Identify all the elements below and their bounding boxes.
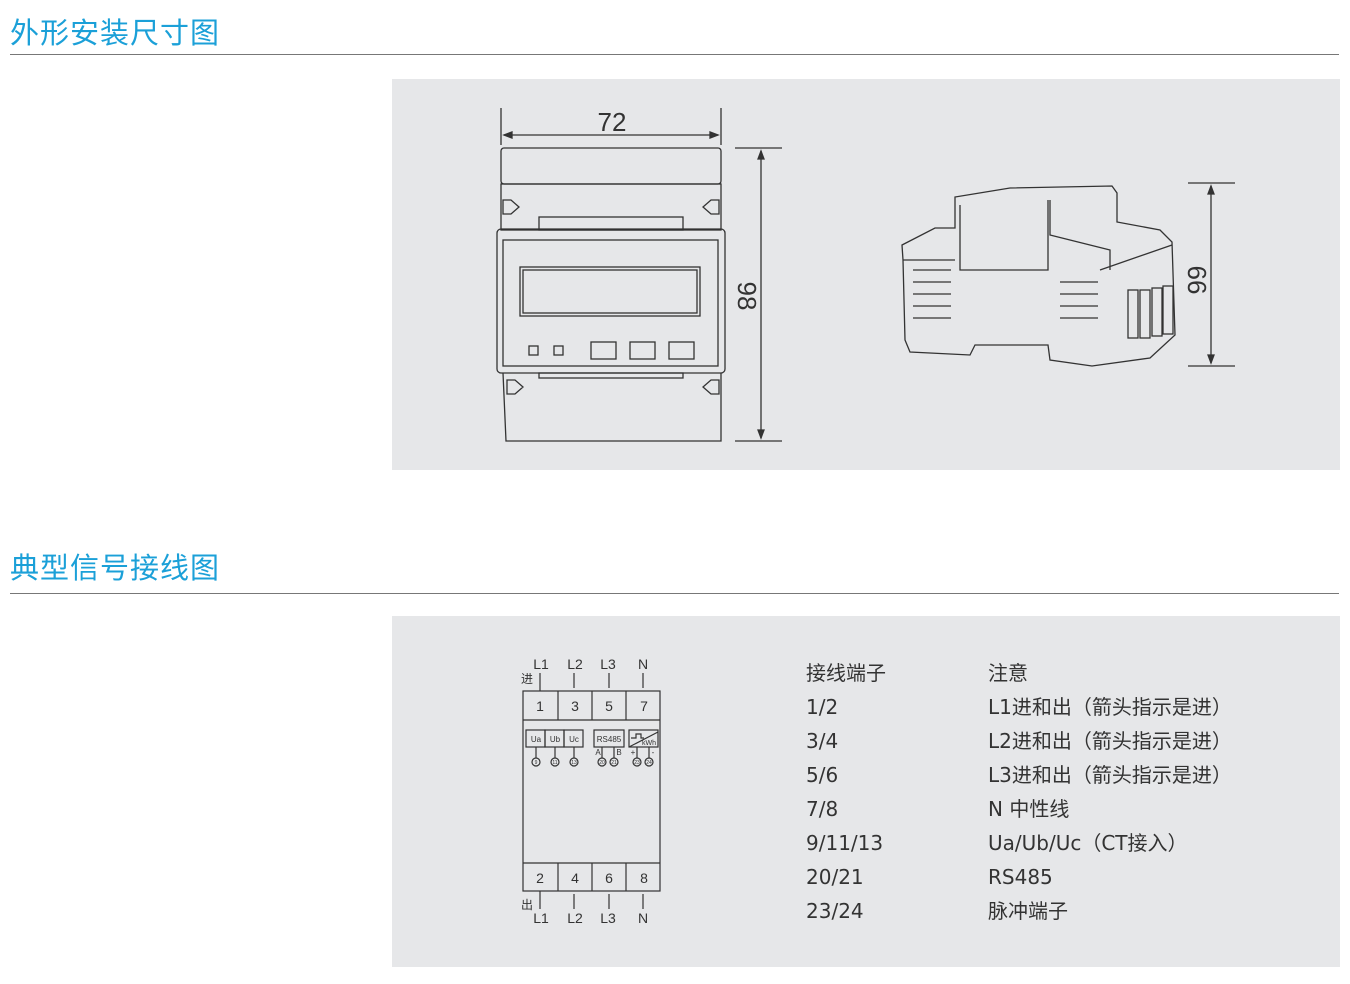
svg-text:7: 7	[640, 698, 648, 714]
svg-text:Uc: Uc	[569, 735, 579, 744]
svg-text:B: B	[616, 748, 621, 757]
dimension-drawing: 72 98 66	[496, 107, 1235, 442]
svg-text:23: 23	[634, 760, 640, 766]
dimension-panel: 72 98 66	[392, 79, 1340, 470]
svg-text:Ua: Ua	[531, 735, 542, 744]
svg-text:4: 4	[571, 870, 579, 886]
svg-text:出: 出	[521, 898, 533, 912]
width-dimension: 72	[598, 107, 627, 137]
svg-text:24: 24	[646, 760, 652, 766]
svg-text:6: 6	[605, 870, 613, 886]
table-cell: L1进和出（箭头指示是进）	[988, 695, 1232, 719]
table-cell: Ua/Ub/Uc（CT接入）	[988, 831, 1188, 855]
height-dimension: 98	[732, 282, 762, 311]
svg-text:L3: L3	[600, 910, 616, 926]
table-cell: 脉冲端子	[988, 899, 1068, 923]
svg-text:kWh: kWh	[642, 740, 656, 747]
svg-text:11: 11	[552, 760, 557, 766]
svg-text:-: -	[652, 748, 655, 757]
svg-text:20: 20	[599, 760, 605, 766]
table-cell: 5/6	[806, 763, 839, 787]
table-cell: 3/4	[806, 729, 839, 753]
svg-text:A: A	[595, 748, 601, 757]
note-column: 注意 L1进和出（箭头指示是进） L2进和出（箭头指示是进） L3进和出（箭头指…	[988, 656, 1232, 928]
section-title-dimensions: 外形安装尺寸图	[10, 16, 221, 50]
svg-text:RS485: RS485	[597, 735, 622, 744]
svg-text:进: 进	[521, 672, 533, 686]
svg-text:L3: L3	[600, 656, 616, 672]
table-cell: L2进和出（箭头指示是进）	[988, 729, 1232, 753]
table-cell: RS485	[988, 865, 1053, 889]
svg-text:L1: L1	[533, 656, 549, 672]
divider	[10, 54, 1339, 55]
table-header: 接线端子	[806, 661, 886, 685]
svg-text:N: N	[638, 656, 648, 672]
svg-text:L1: L1	[533, 910, 549, 926]
vent-slots	[913, 269, 1098, 319]
table-cell: 7/8	[806, 797, 839, 821]
table-cell: 20/21	[806, 865, 864, 889]
svg-text:Ub: Ub	[550, 735, 561, 744]
svg-text:3: 3	[571, 698, 579, 714]
table-cell: 9/11/13	[806, 831, 884, 855]
svg-text:5: 5	[605, 698, 613, 714]
svg-text:N: N	[638, 910, 648, 926]
svg-text:1: 1	[536, 698, 544, 714]
svg-text:L2: L2	[567, 656, 583, 672]
terminal-column: 接线端子 1/2 3/4 5/6 7/8 9/11/13 20/21 23/24	[806, 656, 886, 928]
divider	[10, 593, 1339, 594]
svg-text:9: 9	[535, 760, 538, 766]
depth-dimension: 66	[1182, 266, 1212, 295]
table-header: 注意	[988, 661, 1028, 685]
svg-text:8: 8	[640, 870, 648, 886]
section-title-wiring: 典型信号接线图	[10, 551, 221, 585]
table-cell: N 中性线	[988, 797, 1070, 821]
table-cell: 1/2	[806, 695, 839, 719]
svg-text:13: 13	[571, 760, 577, 766]
svg-text:+: +	[631, 748, 636, 757]
table-cell: L3进和出（箭头指示是进）	[988, 763, 1232, 787]
svg-text:2: 2	[536, 870, 544, 886]
svg-text:21: 21	[611, 760, 617, 766]
table-cell: 23/24	[806, 899, 864, 923]
svg-text:L2: L2	[567, 910, 583, 926]
